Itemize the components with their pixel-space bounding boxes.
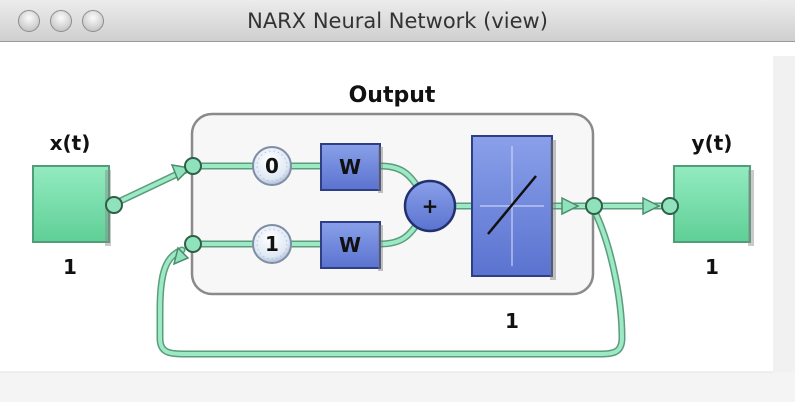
output-layer-title: Output — [349, 83, 436, 108]
output-label: y(t) — [692, 131, 733, 155]
close-button[interactable] — [18, 10, 40, 32]
arrowhead-feedback — [172, 246, 190, 266]
svg-text:0: 0 — [265, 154, 279, 178]
right-scroll-area — [773, 56, 795, 372]
input-label: x(t) — [50, 131, 91, 155]
bottom-area — [0, 372, 795, 402]
layer-output-port — [585, 197, 603, 215]
output-port — [661, 197, 679, 215]
delay-bottom[interactable]: 1 — [252, 224, 292, 264]
layer-input-port-bottom — [184, 235, 202, 253]
zoom-button[interactable] — [82, 10, 104, 32]
arrowhead-output — [642, 196, 661, 216]
weight-top[interactable]: W — [320, 143, 383, 193]
svg-text:1: 1 — [265, 232, 279, 256]
network-diagram: Output — [0, 42, 795, 402]
layer-size: 1 — [505, 309, 519, 333]
svg-text:+: + — [422, 194, 439, 218]
transfer-function-block[interactable] — [471, 135, 556, 280]
layer-input-port-top — [184, 157, 202, 175]
title-bar: NARX Neural Network (view) — [0, 0, 795, 42]
svg-text:W: W — [339, 155, 361, 179]
input-port — [105, 196, 123, 214]
minimize-button[interactable] — [50, 10, 72, 32]
svg-text:W: W — [339, 233, 361, 257]
input-size: 1 — [63, 255, 77, 279]
arrowhead-layer-out — [561, 196, 580, 216]
window-title: NARX Neural Network (view) — [247, 9, 548, 33]
sum-node[interactable]: + — [403, 179, 457, 233]
linear-transfer-icon — [487, 175, 537, 235]
delay-top[interactable]: 0 — [252, 146, 292, 186]
input-node[interactable] — [32, 165, 110, 243]
output-size: 1 — [705, 255, 719, 279]
output-node-shadow — [748, 170, 754, 246]
weight-bottom[interactable]: W — [320, 221, 383, 271]
output-node[interactable] — [673, 165, 751, 243]
